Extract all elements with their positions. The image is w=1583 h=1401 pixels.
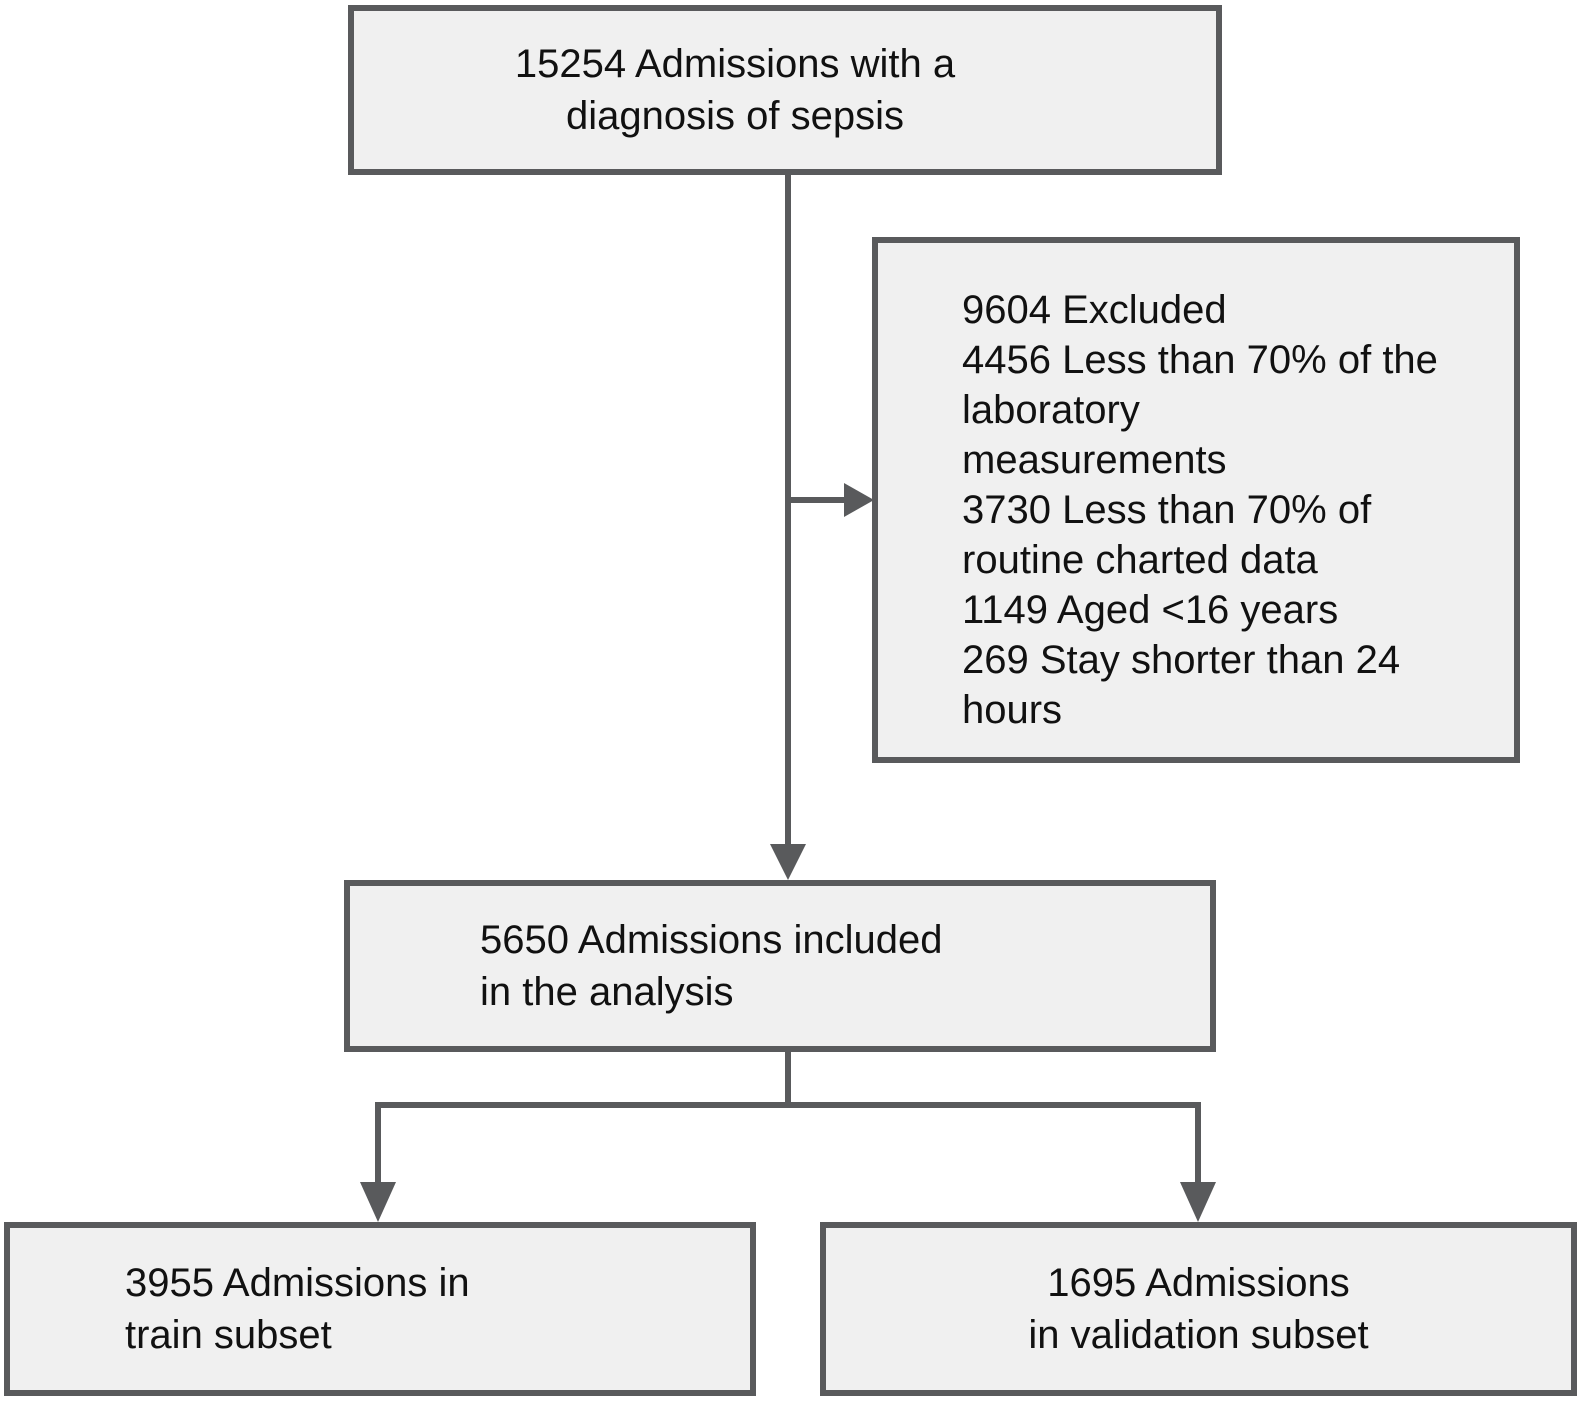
arrowhead-excluded-icon [844, 483, 874, 517]
box-included-analysis-text: 5650 Admissions included in the analysis [480, 918, 943, 1014]
arrowhead-train-icon [360, 1182, 396, 1222]
box-excluded-text: 9604 Excluded 4456 Less than 70% of the … [962, 288, 1438, 732]
box-validation-subset: 1695 Admissions in validation subset [820, 1222, 1577, 1396]
box-excluded: 9604 Excluded 4456 Less than 70% of the … [872, 237, 1520, 763]
box-included-analysis: 5650 Admissions included in the analysis [344, 880, 1216, 1052]
arrowhead-included-icon [770, 844, 806, 880]
box-train-subset-text: 3955 Admissions in train subset [125, 1261, 470, 1357]
box-validation-subset-text: 1695 Admissions in validation subset [1028, 1261, 1369, 1357]
box-source-admissions: 15254 Admissions with a diagnosis of sep… [348, 5, 1222, 175]
arrowhead-validation-icon [1180, 1182, 1216, 1222]
box-source-admissions-text: 15254 Admissions with a diagnosis of sep… [514, 42, 956, 138]
box-train-subset: 3955 Admissions in train subset [4, 1222, 756, 1396]
